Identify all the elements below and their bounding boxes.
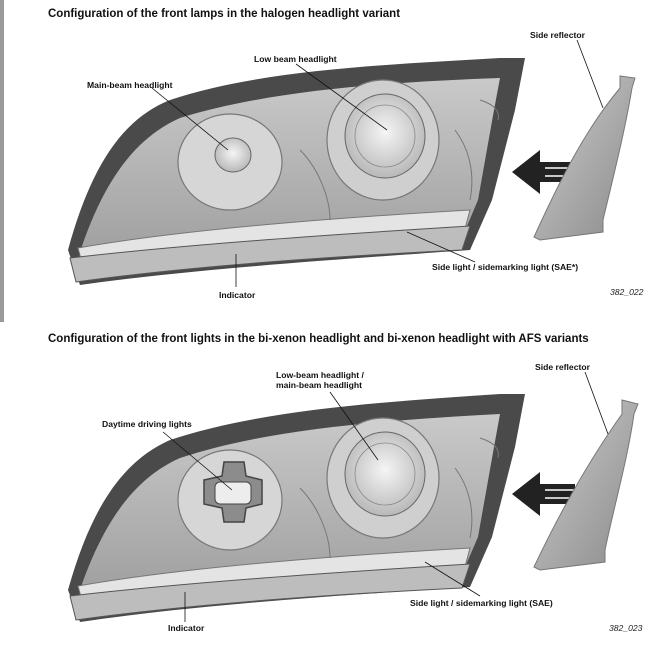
margin-bar bbox=[0, 0, 4, 322]
label-side-light-top: Side light / sidemarking light (SAE*) bbox=[432, 262, 579, 272]
label-side-reflector-bottom: Side reflector bbox=[535, 362, 590, 372]
direction-arrow bbox=[512, 150, 575, 194]
figure-code-top: 382_022 bbox=[610, 287, 644, 297]
side-reflector-shape bbox=[533, 399, 639, 571]
label-daytime-driving: Daytime driving lights bbox=[102, 419, 192, 429]
indicator-band bbox=[69, 225, 471, 283]
label-indicator-bottom: Indicator bbox=[168, 623, 205, 633]
bixenon-lens bbox=[344, 431, 426, 517]
figure-code-bottom: 382_023 bbox=[609, 623, 643, 633]
label-low-beam: Low beam headlight bbox=[254, 54, 337, 64]
label-indicator-top: Indicator bbox=[219, 290, 256, 300]
direction-arrow bbox=[512, 472, 575, 516]
label-low-main-beam-line1: Low-beam headlight / bbox=[276, 370, 364, 380]
bixenon-headlight-diagram bbox=[68, 371, 639, 622]
low-beam-lens bbox=[344, 93, 426, 179]
label-low-main-beam-line2: main-beam headlight bbox=[276, 380, 362, 390]
label-side-reflector-top: Side reflector bbox=[530, 30, 585, 40]
main-beam-lens bbox=[214, 137, 252, 173]
halogen-headlight-diagram bbox=[68, 39, 636, 287]
label-main-beam: Main-beam headlight bbox=[87, 80, 173, 90]
section-heading-halogen: Configuration of the front lamps in the … bbox=[48, 8, 401, 20]
side-reflector-shape bbox=[533, 75, 636, 241]
section-heading-bixenon: Configuration of the front lights in the… bbox=[48, 333, 589, 345]
label-side-light-bottom: Side light / sidemarking light (SAE) bbox=[410, 598, 553, 608]
indicator-band bbox=[69, 563, 471, 621]
